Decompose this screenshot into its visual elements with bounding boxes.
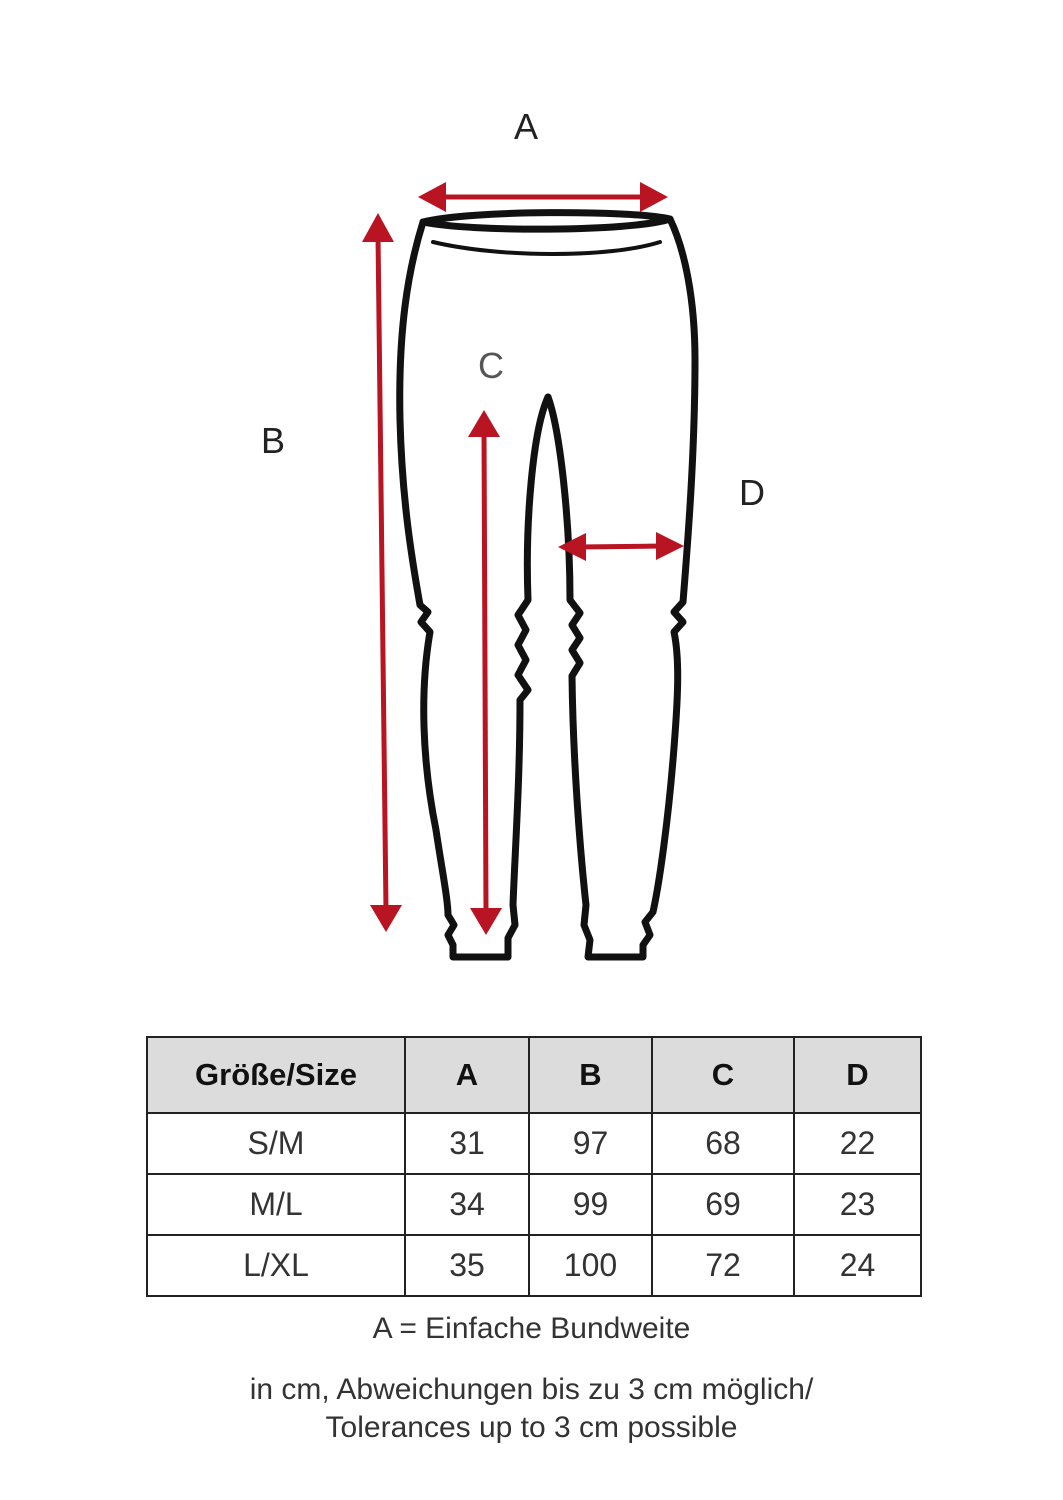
label-d: D <box>739 472 765 513</box>
header-c: C <box>651 1036 795 1114</box>
cell-d: 23 <box>793 1173 922 1236</box>
table-row: M/L 34 99 69 23 <box>146 1173 922 1236</box>
table-header-row: Größe/Size A B C D <box>146 1036 922 1114</box>
cell-b: 100 <box>528 1234 653 1297</box>
waistband-inner-line <box>431 240 662 256</box>
table-row: L/XL 35 100 72 24 <box>146 1234 922 1297</box>
label-c: C <box>478 345 504 386</box>
arrow-b-line <box>375 234 389 911</box>
leggings-illustration <box>362 182 699 961</box>
waistband <box>419 209 674 233</box>
measurement-arrows <box>362 182 684 935</box>
tolerance-note-line1: in cm, Abweichungen bis zu 3 cm möglich/ <box>249 1373 814 1406</box>
arrow-b-top-head <box>362 213 394 242</box>
cell-b: 97 <box>528 1112 653 1175</box>
right-leg-outline <box>544 215 699 961</box>
leggings-size-diagram: A B C D <box>261 106 765 961</box>
header-b: B <box>528 1036 653 1114</box>
cell-d: 22 <box>793 1112 922 1175</box>
arrow-b-bottom-head <box>370 905 402 932</box>
arrow-c-bottom-head <box>470 908 502 935</box>
label-b: B <box>261 420 286 461</box>
arrow-d-right-head <box>656 532 684 560</box>
cell-size: S/M <box>146 1112 406 1175</box>
leggings-outline <box>396 209 699 961</box>
arrow-a-left-head <box>418 182 446 212</box>
arrow-c-top-head <box>468 410 500 437</box>
header-d: D <box>793 1036 922 1114</box>
cell-c: 72 <box>651 1234 795 1297</box>
arrow-c-line <box>481 429 489 914</box>
cell-a: 34 <box>404 1173 530 1236</box>
cell-size: L/XL <box>146 1234 406 1297</box>
left-leg-outline <box>396 218 552 961</box>
size-table: Größe/Size A B C D S/M 31 97 68 22 M/L 3… <box>146 1036 922 1297</box>
cell-d: 24 <box>793 1234 922 1297</box>
cell-a: 35 <box>404 1234 530 1297</box>
arrow-a-right-head <box>640 182 668 212</box>
label-a: A <box>514 106 539 147</box>
header-size: Größe/Size <box>146 1036 406 1114</box>
cell-c: 69 <box>651 1173 795 1236</box>
cell-a: 31 <box>404 1112 530 1175</box>
table-row: S/M 31 97 68 22 <box>146 1112 922 1175</box>
arrow-d-left-head <box>558 533 586 561</box>
header-a: A <box>404 1036 530 1114</box>
definition-note: A = Einfache Bundweite <box>372 1312 691 1345</box>
cell-b: 99 <box>528 1173 653 1236</box>
tolerance-note-line2: Tolerances up to 3 cm possible <box>325 1411 738 1444</box>
cell-size: M/L <box>146 1173 406 1236</box>
cell-c: 68 <box>651 1112 795 1175</box>
arrow-d-line <box>577 543 665 550</box>
